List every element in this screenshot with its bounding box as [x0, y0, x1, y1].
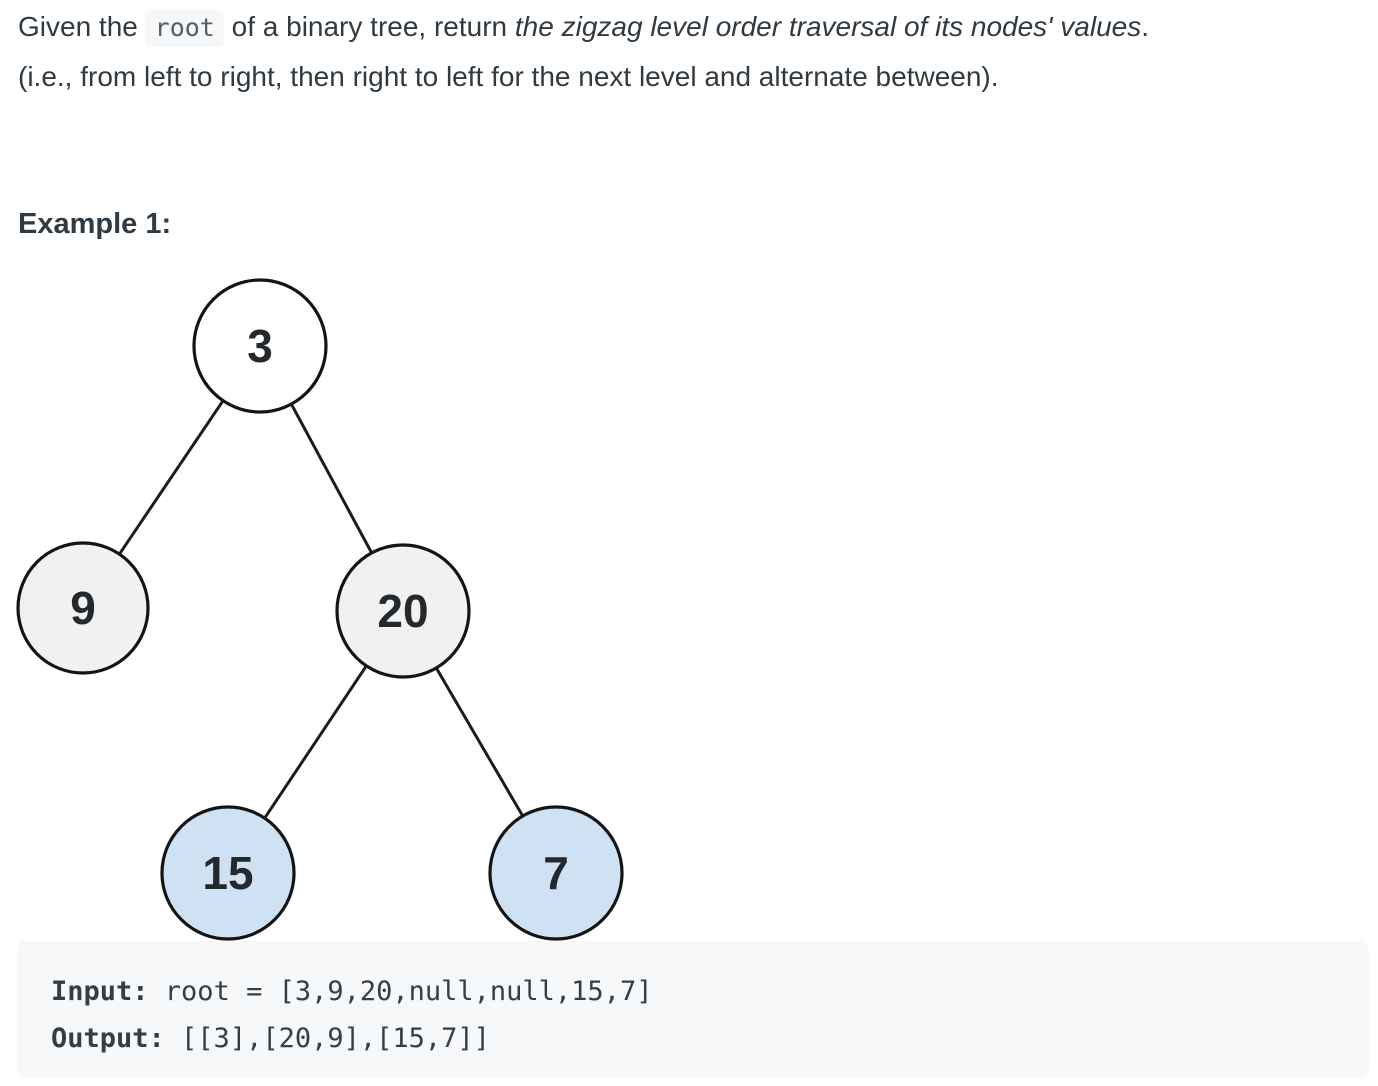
example-output-line: Output: [[3],[20,9],[15,7]]	[51, 1015, 1369, 1062]
tree-node-circle-20	[335, 543, 471, 679]
tree-node-label-9: 9	[70, 582, 96, 634]
tree-node-circle-9	[16, 541, 150, 675]
binary-tree-diagram: 3 9 20 15 7	[16, 278, 624, 941]
example-input-line: Input: root = [3,9,20,null,null,15,7]	[51, 968, 1369, 1015]
example-heading: Example 1:	[18, 208, 172, 240]
example-io-block: Input: root = [3,9,20,null,null,15,7] Out…	[17, 941, 1369, 1078]
statement-prefix: Given the	[18, 11, 146, 42]
statement-emphasis: the zigzag level order traversal of its …	[514, 11, 1142, 42]
problem-statement-line2: (i.e., from left to right, then right to…	[18, 61, 999, 92]
output-value: [[3],[20,9],[15,7]]	[181, 1023, 490, 1054]
output-label: Output:	[51, 1023, 165, 1054]
statement-suffix: .	[1141, 11, 1150, 42]
problem-statement-line1: Given the root of a binary tree, return …	[18, 6, 1149, 49]
input-label: Input:	[51, 976, 149, 1007]
tree-node-label-3: 3	[247, 320, 273, 372]
tree-node-label-7: 7	[543, 847, 569, 899]
tree-node-circle-15	[160, 805, 296, 941]
tree-node-label-15: 15	[202, 847, 253, 899]
tree-node-circle-7	[488, 805, 624, 941]
tree-node-label-20: 20	[377, 585, 428, 637]
tree-node-circle-3	[192, 278, 328, 414]
input-value: root = [3,9,20,null,null,15,7]	[164, 976, 653, 1007]
inline-code-root: root	[145, 10, 224, 47]
statement-middle: of a binary tree, return	[223, 11, 515, 42]
